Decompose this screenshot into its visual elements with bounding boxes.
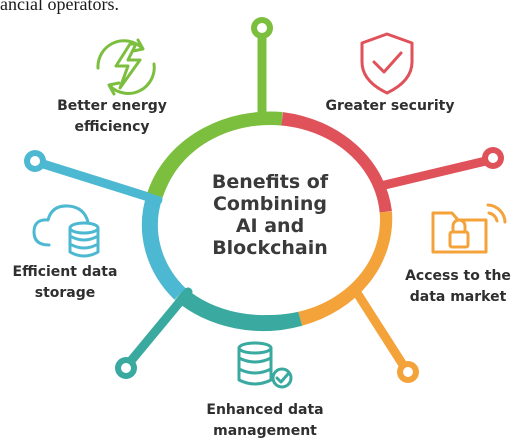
label-storage-line: Efficient data [12, 264, 118, 280]
folder-lock-wifi-icon [431, 203, 507, 254]
label-energy: Better energy efficiency [42, 96, 182, 138]
spoke-security [367, 155, 495, 193]
spoke-storage [35, 158, 163, 205]
lightning-recycle-icon [96, 38, 156, 96]
label-security: Greater security [310, 96, 470, 117]
database-check-icon [237, 341, 293, 389]
cloud-database-icon [32, 204, 100, 258]
label-storage-line: storage [34, 285, 96, 301]
ring-arc-security [280, 112, 392, 214]
center-title: Benefits of Combining AI and Blockchain [180, 171, 360, 259]
top-text-fragment: ancial operators. [0, 0, 119, 14]
ring-arc-market [297, 211, 393, 326]
label-security-line: Greater security [325, 98, 455, 114]
spoke-market [347, 280, 410, 373]
center-title-line: Combining [212, 193, 328, 215]
label-management-line: management [213, 423, 317, 439]
center-title-line: AI and [235, 215, 305, 237]
benefits-diagram [24, 17, 507, 389]
label-market-line: Access to the [405, 268, 511, 284]
center-disc [160, 125, 380, 315]
spoke-management [125, 287, 193, 367]
ring-arc-management [174, 287, 303, 331]
center-title-line: Benefits of [211, 171, 329, 193]
label-management-line: Enhanced data [206, 402, 324, 418]
label-market: Access to the data market [390, 266, 526, 308]
ring-arc-energy [147, 111, 283, 198]
label-storage: Efficient data storage [0, 262, 130, 304]
label-management: Enhanced data management [185, 400, 345, 442]
label-energy-line: efficiency [74, 119, 150, 135]
ring-arc-storage [141, 192, 186, 300]
label-market-line: data market [409, 289, 507, 305]
shield-check-icon [360, 32, 414, 95]
label-energy-line: Better energy [57, 98, 167, 114]
center-title-line: Blockchain [212, 237, 328, 259]
